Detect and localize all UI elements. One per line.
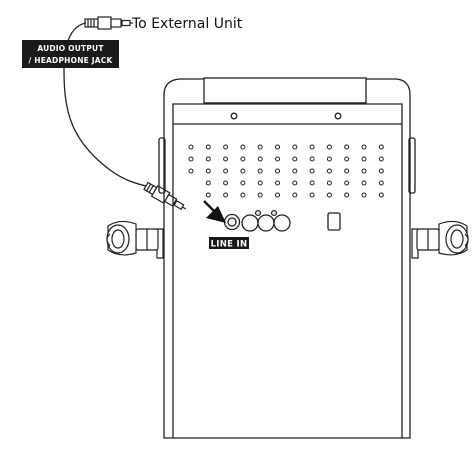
grille-hole (188, 168, 194, 174)
grille-hole (344, 156, 350, 162)
grille-hole (223, 156, 229, 162)
grille-hole (240, 192, 246, 198)
grille-hole (275, 180, 280, 186)
grille-hole (361, 192, 367, 198)
grille-hole (205, 168, 211, 174)
line-in-label: LINE IN (211, 240, 248, 250)
grille-hole (361, 168, 367, 174)
grille-hole (205, 156, 211, 162)
audio-output-label-box: AUDIO OUTPUT / HEADPHONE JACK (22, 40, 119, 68)
grille-hole (223, 192, 229, 198)
grille-hole (378, 144, 384, 150)
grille-hole (205, 180, 211, 186)
grille-hole (309, 156, 315, 162)
grille-hole (205, 144, 211, 150)
grille-hole (361, 156, 367, 162)
mic-input-3 (273, 214, 291, 232)
grille-hole (309, 180, 315, 186)
grille-hole (223, 144, 229, 150)
grille-hole (188, 144, 194, 150)
grille-hole (326, 180, 332, 186)
grille-hole (292, 156, 298, 162)
audio-output-label: AUDIO OUTPUT (37, 44, 104, 53)
grille-hole (326, 156, 332, 162)
grille-hole (292, 180, 298, 186)
grille-hole (240, 168, 246, 174)
line-in-plug-icon (143, 181, 187, 210)
grille-hole (275, 168, 280, 174)
external-plug-icon (84, 16, 133, 30)
microphone-icon (106, 220, 164, 259)
grille-hole (344, 180, 350, 186)
grille-hole (326, 168, 332, 174)
grille-hole (257, 168, 263, 174)
grille-hole (344, 144, 350, 150)
grille-hole (378, 168, 384, 174)
grille-hole (240, 180, 246, 186)
grille-hole (275, 156, 280, 162)
grille-hole (257, 192, 263, 198)
grille-hole (223, 180, 229, 186)
grille-hole (378, 180, 384, 186)
grille-hole (275, 192, 280, 198)
speaker-grille (188, 144, 384, 198)
grille-hole (205, 192, 211, 198)
external-unit-label: To External Unit (131, 16, 243, 32)
grille-hole (326, 144, 332, 150)
grille-hole (292, 168, 298, 174)
headphone-jack-label: / HEADPHONE JACK (28, 56, 113, 65)
grille-hole (257, 144, 263, 150)
grille-hole (326, 192, 332, 198)
grille-hole (309, 192, 315, 198)
arrow-icon (203, 200, 226, 223)
grille-hole (309, 144, 315, 150)
grille-hole (344, 168, 350, 174)
grille-hole (292, 144, 298, 150)
line-in-label-box: LINE IN (209, 237, 249, 250)
microphone-icon (411, 220, 469, 259)
mic-input-2 (257, 214, 275, 232)
grille-hole (361, 180, 367, 186)
grille-hole (361, 144, 367, 150)
mic-input-1 (241, 214, 259, 232)
grille-hole (344, 192, 350, 198)
power-switch (327, 212, 341, 231)
speaker-unit (158, 77, 416, 439)
grille-hole (378, 192, 384, 198)
grille-hole (240, 156, 246, 162)
grille-hole (292, 192, 298, 198)
grille-hole (257, 156, 263, 162)
grille-hole (309, 168, 315, 174)
front-panel-controls (223, 209, 341, 232)
grille-hole (275, 144, 280, 150)
grille-hole (223, 168, 229, 174)
grille-hole (378, 156, 384, 162)
grille-hole (188, 156, 194, 162)
grille-hole (240, 144, 246, 150)
grille-hole (257, 180, 263, 186)
